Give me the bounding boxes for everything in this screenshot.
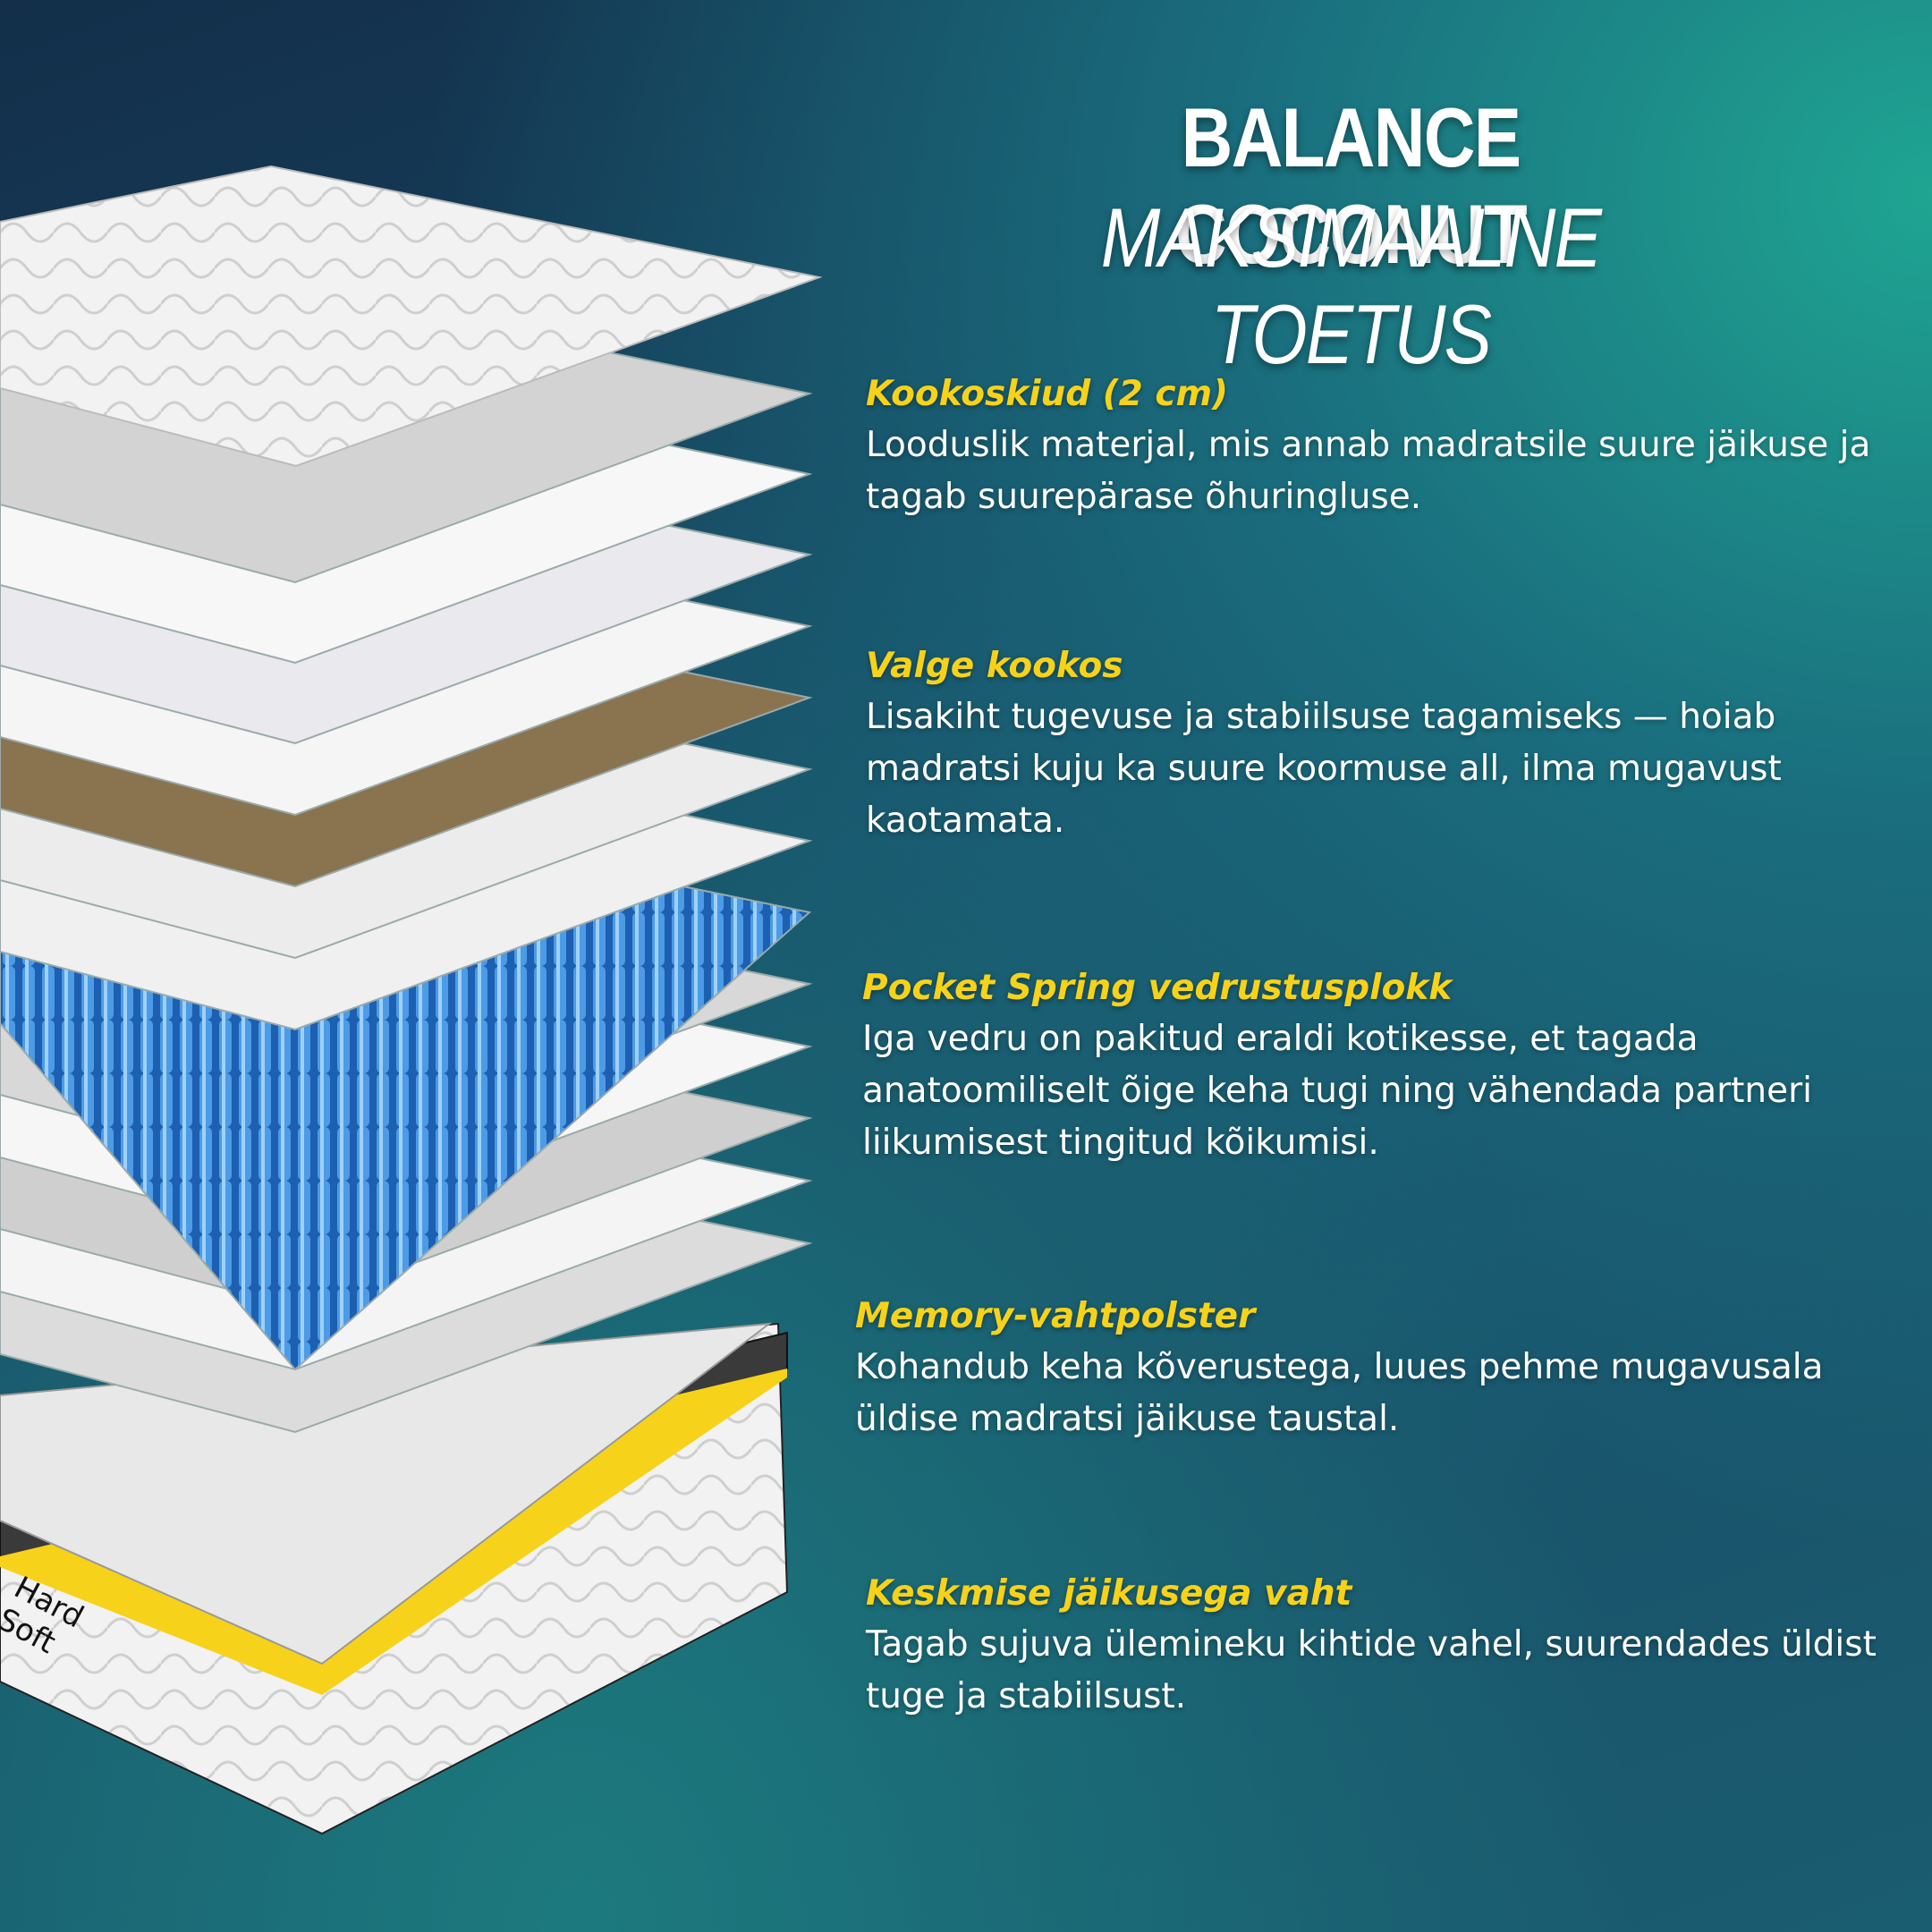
layer-heading: Pocket Spring vedrustusplokk (862, 968, 1453, 1008)
layer-body: Lisakiht tugevuse ja stabiilsuse tagamis… (866, 697, 1782, 841)
product-subtitle: MAKSIMAALNE TOETUS (1100, 191, 1602, 381)
layer-description-medium-foam: Keskmise jäikusega vaht Tagab sujuva üle… (866, 1569, 1921, 1723)
layer-heading: Valge kookos (866, 646, 1123, 686)
layer-description-coconut-fiber: Kookoskiud (2 cm) Looduslik materjal, mi… (866, 369, 1921, 523)
layer-body: Looduslik materjal, mis annab madratsile… (866, 425, 1871, 517)
layer-heading: Memory-vahtpolster (855, 1296, 1256, 1336)
layer-description-white-coconut: Valge kookos Lisakiht tugevuse ja stabii… (866, 641, 1921, 847)
mattress-layers-illustration (0, 165, 823, 1835)
layer-description-memory-foam: Memory-vahtpolster Kohandub keha kõverus… (855, 1292, 1911, 1445)
layer-heading: Keskmise jäikusega vaht (866, 1573, 1352, 1614)
layer-heading: Kookoskiud (2 cm) (866, 374, 1228, 414)
layer-body: Tagab sujuva ülemineku kihtide vahel, su… (866, 1624, 1877, 1716)
layer-body: Kohandub keha kõverustega, luues pehme m… (855, 1347, 1824, 1439)
quilted-top-cover (0, 165, 823, 468)
product-title: BALANCE COCONUT (1174, 90, 1528, 281)
layer-description-pocket-spring: Pocket Spring vedrustusplokk Iga vedru o… (862, 963, 1918, 1169)
layer-body: Iga vedru on pakitud eraldi kotikesse, e… (862, 1019, 1813, 1163)
